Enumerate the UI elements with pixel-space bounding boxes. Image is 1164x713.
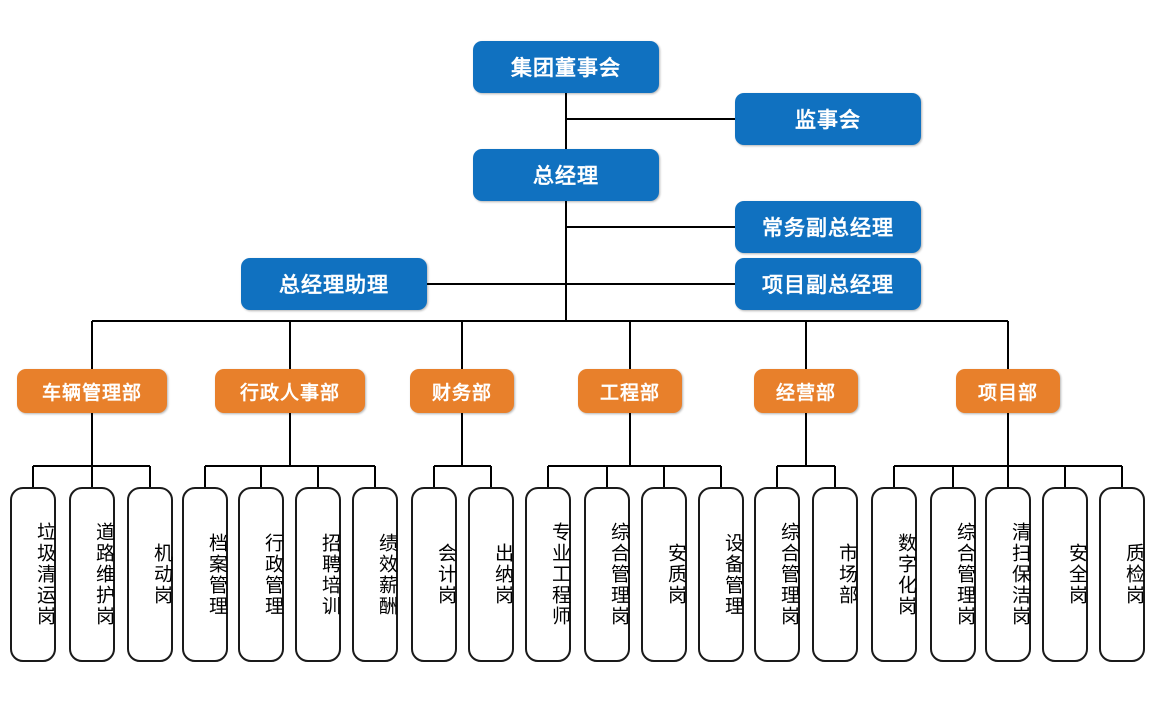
position-node-cashier[interactable]: 出纳岗 <box>468 487 514 662</box>
exec-node-general-manager[interactable]: 总经理 <box>473 149 659 201</box>
exec-node-gm-assistant[interactable]: 总经理助理 <box>241 258 427 310</box>
position-node-safety-quality[interactable]: 安质岗 <box>641 487 687 662</box>
position-node-proj-general-mgmt[interactable]: 综合管理岗 <box>930 487 976 662</box>
position-node-marketing-dept[interactable]: 市场部 <box>812 487 858 662</box>
department-node-engineering[interactable]: 工程部 <box>578 369 682 413</box>
position-node-waste-removal[interactable]: 垃圾清运岗 <box>10 487 56 662</box>
position-node-road-maintenance[interactable]: 道路维护岗 <box>69 487 115 662</box>
position-node-safety-post[interactable]: 安全岗 <box>1042 487 1088 662</box>
position-node-records-mgmt[interactable]: 档案管理 <box>182 487 228 662</box>
position-node-equipment-mgmt[interactable]: 设备管理 <box>698 487 744 662</box>
exec-node-exec-deputy-gm[interactable]: 常务副总经理 <box>735 201 921 253</box>
department-node-finance[interactable]: 财务部 <box>410 369 514 413</box>
position-node-cleaning[interactable]: 清扫保洁岗 <box>985 487 1031 662</box>
position-node-quality-inspection[interactable]: 质检岗 <box>1099 487 1145 662</box>
exec-node-supervisory[interactable]: 监事会 <box>735 93 921 145</box>
exec-node-board[interactable]: 集团董事会 <box>473 41 659 93</box>
department-node-project[interactable]: 项目部 <box>956 369 1060 413</box>
position-node-recruit-training[interactable]: 招聘培训 <box>295 487 341 662</box>
position-node-accounting[interactable]: 会计岗 <box>411 487 457 662</box>
department-node-business[interactable]: 经营部 <box>754 369 858 413</box>
position-node-mobile-post[interactable]: 机动岗 <box>127 487 173 662</box>
position-node-digitalization[interactable]: 数字化岗 <box>871 487 917 662</box>
exec-node-project-deputy-gm[interactable]: 项目副总经理 <box>735 258 921 310</box>
position-node-biz-general-mgmt[interactable]: 综合管理岗 <box>754 487 800 662</box>
department-node-admin-hr[interactable]: 行政人事部 <box>215 369 365 413</box>
department-node-vehicle[interactable]: 车辆管理部 <box>17 369 167 413</box>
position-node-admin-mgmt[interactable]: 行政管理 <box>238 487 284 662</box>
position-node-专业工程师[interactable]: 专业工程师 <box>525 487 571 662</box>
position-node-eng-general-mgmt[interactable]: 综合管理岗 <box>584 487 630 662</box>
position-node-performance-pay[interactable]: 绩效薪酬 <box>352 487 398 662</box>
